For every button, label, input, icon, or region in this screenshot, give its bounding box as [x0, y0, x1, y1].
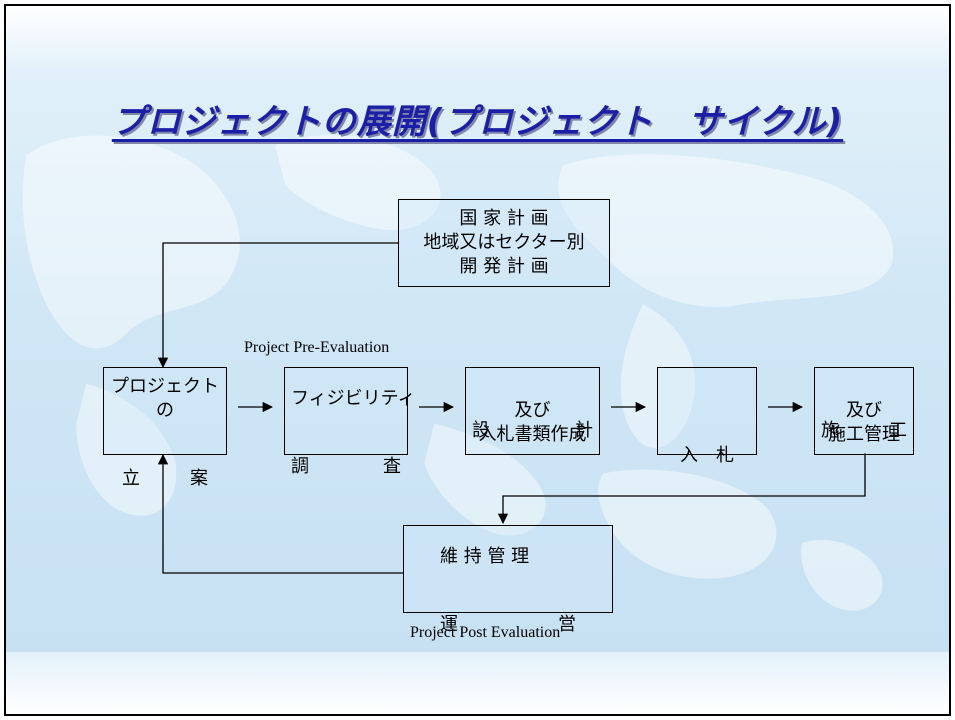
national-plan-line3: 開 発 計 画: [459, 256, 549, 277]
slide-title: プロジェクトの展開(プロジェクト サイクル): [111, 102, 844, 142]
construction-word1: 施: [821, 420, 839, 441]
design-line2: 及び: [514, 400, 551, 421]
fs-word1: 調: [291, 456, 309, 477]
national-plan-line1: 国 家 計 画: [459, 208, 549, 229]
formulation-line3: 立案: [104, 424, 226, 534]
formulation-line2: の: [156, 400, 174, 421]
bidding-word2: 札: [716, 445, 734, 466]
construction-line2: 及び: [846, 400, 882, 421]
project-formulation-box: プロジェクト の 立 案: [103, 367, 227, 489]
design-box: 設 計 及び 入札書類作成: [465, 367, 600, 455]
national-plan-line2: 地域又はセクター別: [423, 232, 585, 253]
world-map-background: [22, 135, 894, 611]
feasibility-study-box: フィジビリティ 調 査: [284, 367, 416, 477]
formulation-line1: プロジェクト: [111, 376, 219, 397]
bidding-box: 入札: [657, 367, 757, 466]
fs-line2: 調査: [285, 412, 407, 522]
construction-word2: 工: [889, 420, 907, 441]
formulation-word1: 立: [122, 468, 140, 489]
construction-box: 施 工 及び 施工管理: [814, 367, 914, 455]
operation-word2: 営: [558, 614, 576, 635]
bidding-line1: 入札: [658, 401, 756, 511]
operation-word1: 運: [440, 614, 458, 635]
bottom-band: [6, 652, 949, 714]
design-word2: 計: [575, 420, 593, 441]
bidding-word1: 入: [680, 445, 698, 466]
operation-box: 維 持 管 理 運 営: [403, 525, 613, 635]
design-line1: 設計: [466, 376, 599, 486]
design-word1: 設: [472, 420, 490, 441]
fs-line1: フィジビリティ: [291, 388, 416, 409]
pre-evaluation-label: Project Pre-Evaluation: [244, 339, 390, 356]
operation-line2: 運営: [404, 570, 612, 680]
construction-line1: 施工: [815, 376, 913, 486]
post-evaluation-label: Project Post Evaluation: [410, 624, 561, 641]
arrow-plan-to-formulation: [157, 242, 398, 369]
slide: プロジェクトの展開(プロジェクト サイクル) 国 家 計 画 地域又はセクター別…: [4, 4, 951, 716]
arrow-construction-to-operation: [497, 453, 866, 525]
design-line3: 入札書類作成: [478, 424, 587, 445]
operation-line1: 維 持 管 理: [440, 546, 530, 567]
fs-word2: 査: [383, 456, 401, 477]
arrow-operation-to-formulation: [157, 453, 403, 574]
national-plan-box: 国 家 計 画 地域又はセクター別 開 発 計 画: [398, 199, 610, 287]
formulation-word2: 案: [190, 468, 208, 489]
flow-arrows: [157, 242, 866, 574]
top-band: [6, 6, 949, 68]
construction-line3: 施工管理: [828, 424, 900, 445]
